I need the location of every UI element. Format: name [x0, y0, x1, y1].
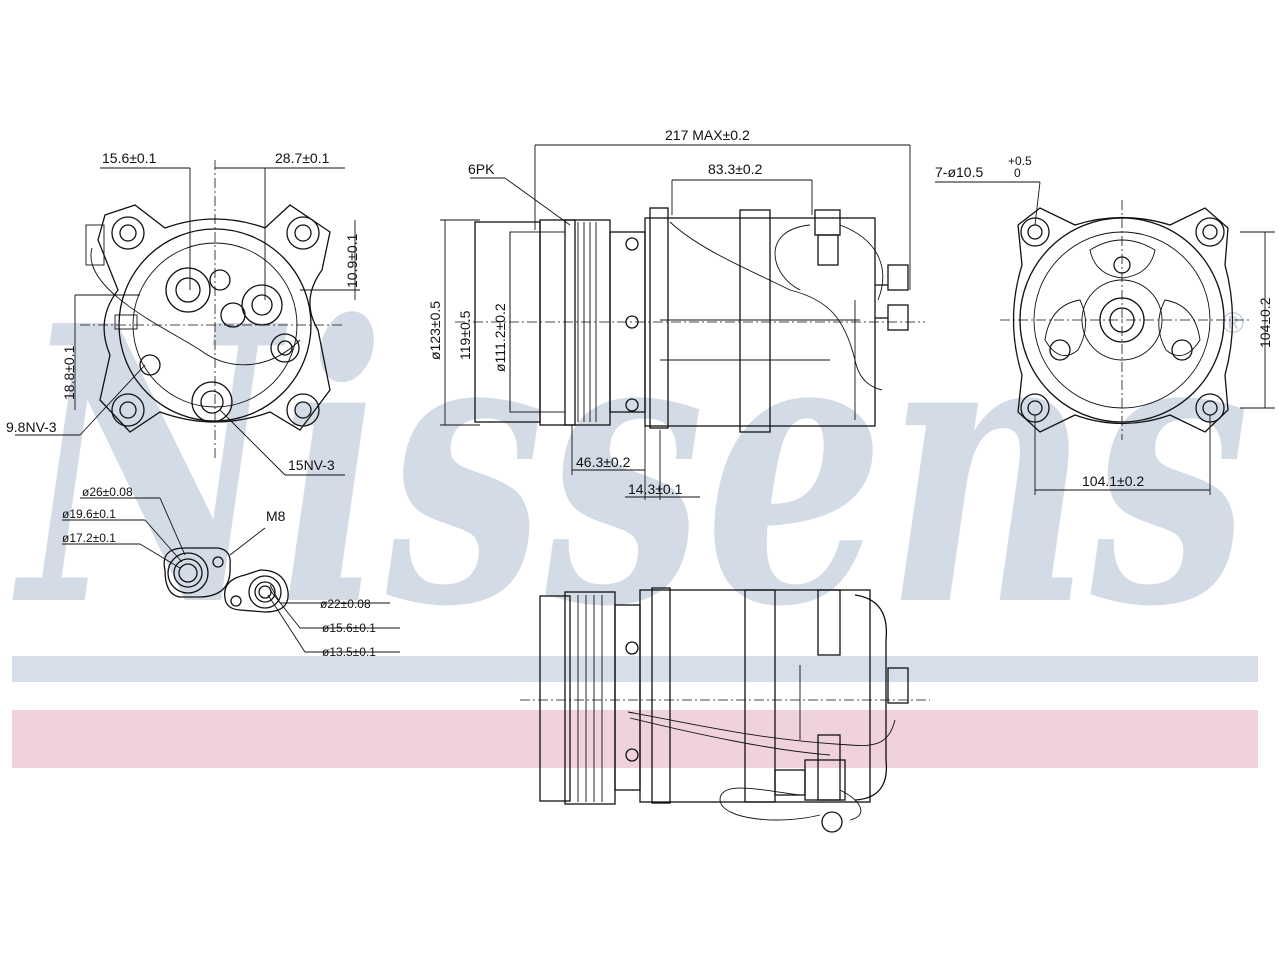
- dim-18-8: 18.8±0.1: [61, 345, 77, 400]
- dim-217-max: 217 MAX±0.2: [665, 127, 750, 143]
- dim-119: 119±0.5: [457, 310, 473, 360]
- holes-tol-upper: +0.5: [1008, 154, 1032, 168]
- dim-dia-26: ø26±0.08: [82, 485, 133, 499]
- dim-15-6: 15.6±0.1: [102, 150, 157, 166]
- label-7-holes: 7-ø10.5: [935, 164, 983, 180]
- brand-stripe-blue: [12, 656, 1258, 682]
- front-view: 15.6±0.1 28.7±0.1 10.9±0.1 18.8±0.1 9.8N…: [6, 150, 360, 476]
- bottom-view: [520, 587, 930, 833]
- watermark-text: Nissens: [11, 243, 1250, 690]
- dim-10-9: 10.9±0.1: [344, 233, 360, 288]
- watermark: Nissens ®: [11, 243, 1250, 690]
- dim-dia-111: ø111.2±0.2: [492, 303, 508, 372]
- dim-14-3: 14.3±0.1: [628, 481, 683, 497]
- dim-dia-19-6: ø19.6±0.1: [62, 507, 116, 521]
- rear-view: 7-ø10.5 +0.5 0 104±0.2 104.1±0.2: [935, 154, 1275, 495]
- thread-m8: M8: [266, 508, 286, 524]
- fittings-view: ø26±0.08 ø19.6±0.1 ø17.2±0.1 M8 ø22±0.08…: [62, 485, 400, 659]
- holes-tol-lower: 0: [1014, 166, 1021, 180]
- dim-104-1: 104.1±0.2: [1082, 473, 1144, 489]
- dim-46-3: 46.3±0.2: [576, 454, 631, 470]
- dim-104-vertical: 104±0.2: [1257, 297, 1273, 348]
- side-view: 217 MAX±0.2 6PK 83.3±0.2 ø123±0.5 119±0.…: [427, 127, 925, 500]
- label-6pk: 6PK: [468, 161, 495, 177]
- brand-stripe-red: [12, 710, 1258, 768]
- label-15nv: 15NV-3: [288, 457, 335, 473]
- dim-dia-17-2: ø17.2±0.1: [62, 531, 116, 545]
- dim-dia-13-5: ø13.5±0.1: [322, 645, 376, 659]
- dim-28-7: 28.7±0.1: [275, 150, 330, 166]
- dim-dia-15-6: ø15.6±0.1: [322, 621, 376, 635]
- dim-dia-22: ø22±0.08: [320, 597, 371, 611]
- dim-83-3: 83.3±0.2: [708, 161, 763, 177]
- label-9-8nv: 9.8NV-3: [6, 419, 57, 435]
- dim-dia-123: ø123±0.5: [427, 301, 443, 360]
